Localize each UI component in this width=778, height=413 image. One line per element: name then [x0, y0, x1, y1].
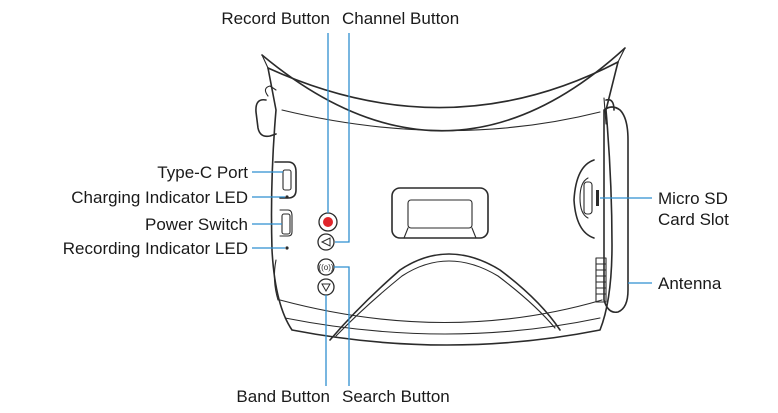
- label-type-c-port: Type-C Port: [157, 163, 248, 182]
- label-search-button: Search Button: [342, 387, 450, 406]
- label-record-button: Record Button: [221, 9, 330, 28]
- leader-channel: [335, 33, 350, 243]
- label-power-switch: Power Switch: [145, 215, 248, 234]
- label-channel-button: Channel Button: [342, 9, 459, 28]
- search-waves-icon: ((o)): [318, 263, 333, 272]
- leader-search: [334, 266, 350, 386]
- goggle-body: [255, 47, 626, 346]
- label-recording-led: Recording Indicator LED: [63, 239, 248, 258]
- label-antenna: Antenna: [658, 274, 722, 293]
- recording-indicator-led: [285, 246, 289, 250]
- charging-indicator-led: [285, 195, 289, 199]
- band-button[interactable]: [317, 278, 335, 296]
- down-triangle-icon: [321, 283, 331, 293]
- left-triangle-icon: [320, 237, 331, 247]
- record-button[interactable]: [318, 212, 338, 232]
- channel-button[interactable]: [317, 233, 335, 251]
- leader-lines: [252, 33, 652, 386]
- type-c-port[interactable]: [282, 169, 292, 191]
- label-micro-sd-line1: Micro SD: [658, 189, 728, 208]
- micro-sd-card-slot[interactable]: [596, 190, 599, 206]
- label-charging-led: Charging Indicator LED: [71, 188, 248, 207]
- power-switch[interactable]: [281, 213, 291, 235]
- record-dot-icon: [323, 217, 333, 227]
- antenna-panel: [595, 106, 629, 314]
- label-micro-sd-line2: Card Slot: [658, 210, 729, 229]
- label-band-button: Band Button: [236, 387, 330, 406]
- search-button[interactable]: ((o)): [317, 258, 335, 276]
